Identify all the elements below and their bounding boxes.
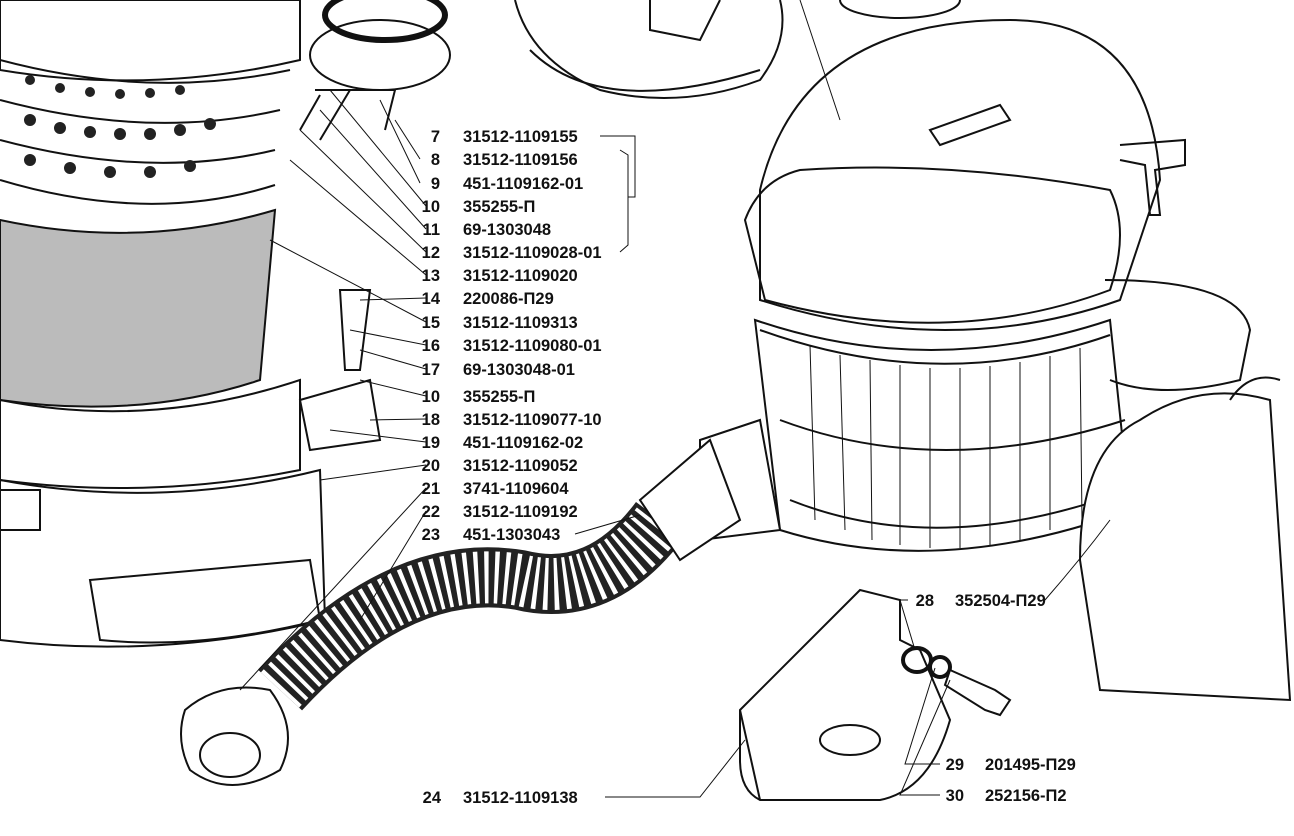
callout-number: 18 bbox=[421, 411, 440, 429]
callout-number: 16 bbox=[421, 337, 440, 355]
part-number: 31512-1109313 bbox=[463, 314, 578, 332]
callout-number: 9 bbox=[430, 175, 440, 193]
part-number: 451-1109162-01 bbox=[463, 175, 584, 193]
callout-number: 11 bbox=[422, 221, 440, 239]
part-number: 352504-П29 bbox=[955, 592, 1046, 610]
part-number: 3741-1109604 bbox=[463, 480, 569, 498]
part-number: 69-1303048 bbox=[463, 221, 552, 239]
part-number: 31512-1109028-01 bbox=[463, 244, 602, 262]
part-number: 355255-П bbox=[463, 388, 536, 406]
corrugated-hose-drawing bbox=[180, 438, 742, 786]
callout-number: 19 bbox=[421, 434, 440, 452]
part-number: 31512-1109155 bbox=[463, 128, 578, 146]
callout-number: 17 bbox=[421, 361, 440, 379]
cover-drawing bbox=[514, 0, 961, 99]
callout-number: 13 bbox=[421, 267, 440, 285]
callout-number: 30 bbox=[945, 787, 964, 805]
callout-number: 15 bbox=[421, 314, 440, 332]
part-number: 201495-П29 bbox=[985, 756, 1076, 774]
bracket-drawing bbox=[739, 588, 1012, 801]
callout-number: 10 bbox=[421, 388, 440, 406]
part-number: 252156-П2 bbox=[985, 787, 1067, 805]
part-number: 451-1109162-02 bbox=[463, 434, 584, 452]
part-number: 31512-1109138 bbox=[463, 789, 578, 807]
callout-number: 20 bbox=[421, 457, 440, 475]
part-number: 31512-1109080-01 bbox=[463, 337, 602, 355]
callout-number: 14 bbox=[421, 290, 440, 308]
callout-number: 24 bbox=[422, 789, 441, 807]
callout-number: 7 bbox=[430, 128, 440, 146]
part-number: 69-1303048-01 bbox=[463, 361, 575, 379]
filter-element-drawing bbox=[0, 0, 327, 648]
callout-number: 22 bbox=[421, 503, 440, 521]
part-number: 31512-1109156 bbox=[463, 151, 578, 169]
part-number: 31512-1109192 bbox=[463, 503, 578, 521]
callout-number: 28 bbox=[915, 592, 934, 610]
callout-number: 12 bbox=[421, 244, 440, 262]
part-number: 31512-1109077-10 bbox=[463, 411, 602, 429]
part-number: 220086-П29 bbox=[463, 290, 554, 308]
callout-number: 23 bbox=[421, 526, 440, 544]
part-number: 451-1303043 bbox=[463, 526, 561, 544]
part-number: 31512-1109052 bbox=[463, 457, 578, 475]
callout-number: 29 bbox=[945, 756, 964, 774]
leader-lines bbox=[239, 0, 1111, 798]
air-filter-housing-drawing bbox=[699, 18, 1292, 702]
callout-number: 10 bbox=[421, 198, 440, 216]
callout-number: 21 bbox=[421, 480, 440, 498]
callout-number: 8 bbox=[430, 151, 440, 169]
part-number: 355255-П bbox=[463, 198, 536, 216]
part-number: 31512-1109020 bbox=[463, 267, 578, 285]
